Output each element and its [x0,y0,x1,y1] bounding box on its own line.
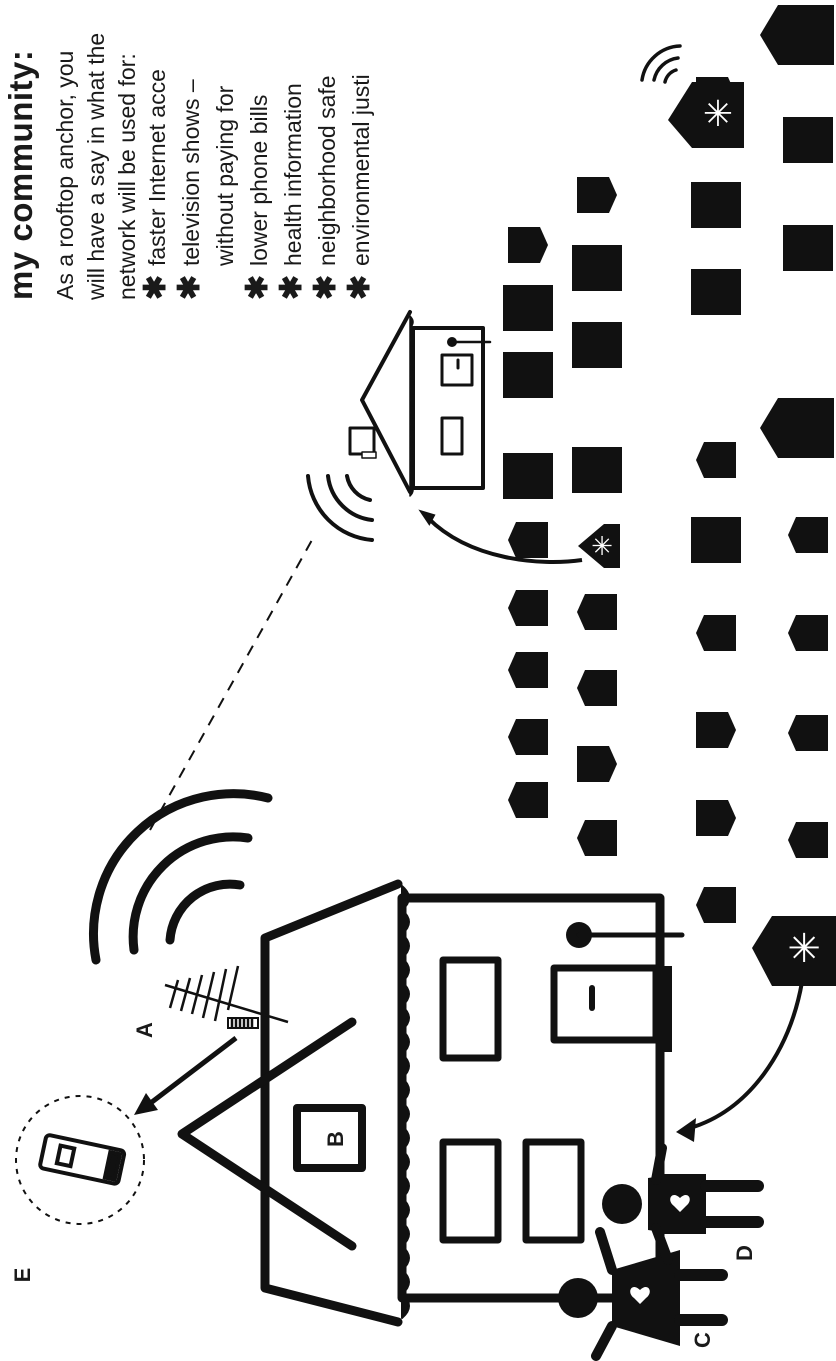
attic-window [293,1104,366,1172]
list-item: ✱faster Internet acce [139,69,172,300]
neighborhood-houses [503,5,834,923]
window-left [439,1138,502,1244]
list-item: ✱television shows – [173,79,206,300]
main-house-wifi-icon [89,789,273,965]
arrow-node-to-people [676,981,804,1142]
anchor-house-wifi-icon [306,474,374,542]
asterisk-icon: ✱ [241,274,274,300]
person-d-icon [602,1143,764,1265]
list-item-continued: without paying for [212,85,238,266]
label-a: A [132,1022,157,1038]
window-right [522,1138,585,1244]
label-b: B [323,1131,348,1147]
phone-icon [38,1133,127,1186]
asterisk-icon: ✱ [139,274,172,300]
intro-line: network will be used for: [114,53,140,300]
asterisk-icon: ✳ [591,532,613,562]
node-wifi-icon [640,44,682,84]
panel-heading: my community: [2,49,39,300]
main-house-roof [260,879,403,1327]
list-item: ✱environmental justi [343,74,376,300]
list-item: ✱lower phone bills [241,94,274,300]
network-node-2: ✳ [668,82,744,148]
asterisk-icon: ✱ [275,274,308,300]
label-c: C [690,1332,715,1348]
device-range-circle [15,1095,145,1225]
window-upper [439,956,502,1062]
network-node-3: ✳ [752,916,836,986]
network-link-dashed [149,539,313,831]
rooftop-antenna [164,965,289,1029]
network-node-1: ✳ [578,524,620,568]
label-e: E [10,1268,35,1283]
arrow-node-to-anchor-house [418,509,583,564]
front-door [550,964,660,1044]
asterisk-icon: ✱ [343,274,376,300]
door-step [660,966,672,1052]
asterisk-icon: ✱ [309,274,342,300]
main-house-eave [401,885,410,1319]
main-house-gable [177,1017,357,1251]
label-d: D [732,1245,757,1261]
main-house [177,879,685,1327]
person-c-icon [558,1227,728,1361]
neighbor-anchor-house [348,310,492,497]
list-item: ✱neighborhood safe [309,75,342,300]
asterisk-icon: ✱ [173,274,206,300]
list-item: ✱health information [275,83,308,300]
intro-line: As a rooftop anchor, you [52,50,78,300]
benefits-list: ✱faster Internet acce ✱television shows … [139,69,378,300]
asterisk-icon: ✳ [787,926,821,972]
arrow-antenna-to-device [134,1036,238,1115]
community-text-panel: my community: As a rooftop anchor, you w… [0,0,390,300]
intro-line: will have a say in what the [83,32,109,300]
panel-intro: As a rooftop anchor, you will have a say… [50,33,143,300]
asterisk-icon: ✳ [703,94,733,135]
